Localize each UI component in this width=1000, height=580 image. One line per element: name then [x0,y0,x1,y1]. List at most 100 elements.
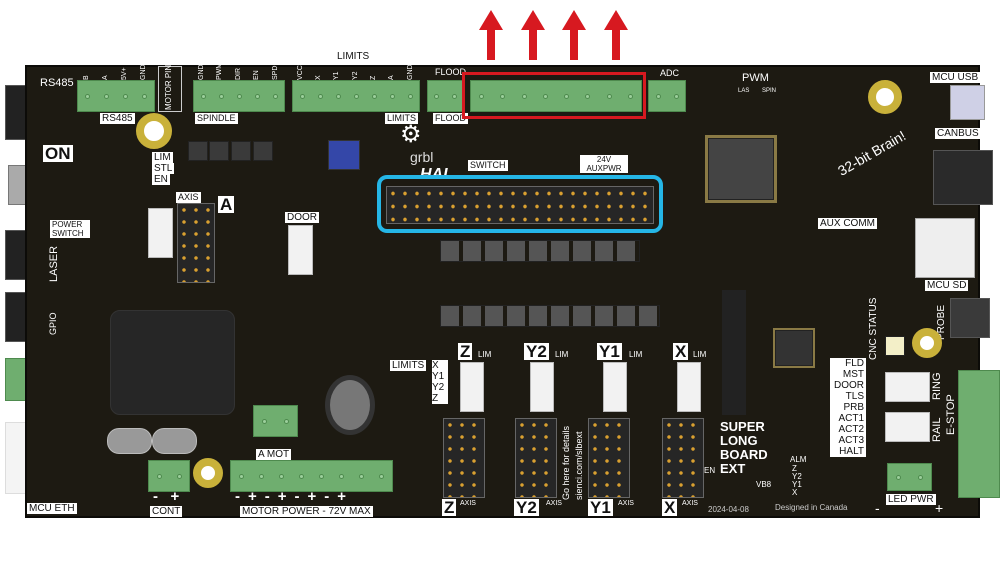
flood-bottom-label: FLOOD [433,113,469,124]
status-door: DOOR [830,380,866,391]
driver-chip [231,141,251,161]
alm-y2: Y2 [792,472,802,481]
alm-x: X [792,488,798,497]
axis-z-axis-label: AXIS [460,500,476,507]
led-power-terminal [887,463,932,491]
spindle-pin-pwm: PWM [216,62,223,80]
spin-label: SPIN [762,88,777,94]
rs485-pin-5v: 5V+ [121,67,128,80]
mcu-chip [705,135,777,203]
spindle-terminal [193,80,285,112]
limit-pin-x: X [315,75,322,80]
date-label: 2024-04-08 [708,505,749,514]
led-pwr-label: LED PWR [886,494,936,505]
cont-label: CONT [150,506,183,517]
on-label: ON [43,144,73,163]
up-arrow-icon [479,10,503,60]
limit-pin-vcc: VCC [297,65,304,80]
super-long-board-label: SUPER LONG BOARD EXT [720,419,768,476]
optocoupler-row [440,305,660,327]
up-arrow-icon [562,10,586,60]
aux-pwr-label: 24V AUXPWR [580,155,628,173]
grbl-logo: grbl [410,149,434,165]
axis-y2-axis-label: AXIS [546,500,562,507]
designed-label: Designed in Canada [775,503,848,512]
motor-pins-box [158,66,182,112]
axis-y1-lim-name: Y1 [597,342,622,361]
door-label: DOOR [285,212,319,223]
mcu-usb-label: MCU USB [930,72,981,83]
alm-label: ALM [790,455,807,464]
driver-chip [188,141,208,161]
axis-z-motor-header [443,418,485,498]
spindle-pin-dir: DIR [235,67,242,80]
axis-y1-motor-header [588,418,630,498]
motor-power-terminal [230,460,393,492]
minus-sign: - [153,488,158,505]
gpio-output-terminal [470,80,642,112]
cnc-status-label: CNC STATUS [868,297,879,360]
expansion-header [386,186,654,224]
axis-z-name: Z [442,498,457,517]
adc-terminal [648,80,686,112]
minus-sign: - [235,488,248,505]
status-act3: ACT3 [830,435,866,446]
optocoupler-row [440,240,640,262]
mcu-sd-label: MCU SD [925,280,969,291]
power-inductor [110,310,235,415]
axis-y1-axis-label: AXIS [618,500,634,507]
pwm-label: PWM [742,72,769,84]
axis-z-limit-connector [460,362,484,412]
spindle-pin-gnd: GND [198,64,205,80]
spindle-pin-en: EN [253,70,260,80]
limits-bottom-label: LIMITS [385,113,419,124]
cont-terminal [148,460,190,492]
motor-power-polarity: -+-+-+-+ [235,489,354,505]
axis-x-axis-label: AXIS [682,500,698,507]
spindle-pin-spd: SPD [272,65,279,80]
url-label: sienci.com/slbext [574,431,584,500]
status-act1: ACT1 [830,413,866,424]
cont-polarity: - + [153,489,179,505]
plus-sign: + [277,488,295,505]
limits-terminal [292,80,420,112]
minus-sign: - [324,488,338,505]
flood-terminal [427,80,464,112]
limit-y1: Y1 [432,371,448,382]
sd-card-slot[interactable] [915,218,975,278]
axis-x-lim-label: LIM [693,350,707,359]
limits-top-label: LIMITS [337,51,370,62]
mounting-hole [136,113,172,149]
axis-z-lim-name: Z [458,342,473,361]
limit-pin-y2: Y2 [352,71,359,80]
motor-power-label: MOTOR POWER - 72V MAX [240,506,373,517]
minus-sign: - [294,488,308,505]
stl-label: STL [152,163,175,174]
axis-z-lim-label: LIM [478,350,492,359]
plus-sign: + [307,488,325,505]
axis-x-lim-name: X [673,342,689,361]
rs485-pin-b: B [83,75,90,80]
motor-pins-label: MOTOR PINS [164,59,173,110]
cnc-status-list: FLD MST DOOR TLS PRB ACT1 ACT2 ACT3 HALT [830,358,866,457]
status-act2: ACT2 [830,424,866,435]
led-pwr-minus: - [875,500,880,516]
probe-jack [950,298,990,338]
potentiometer[interactable] [328,140,360,170]
estop-label: E-STOP [945,394,957,435]
en-b-label: EN [704,466,716,475]
plus-sign: + [337,488,355,505]
spindle-label: SPINDLE [195,113,238,124]
las-label: LAS [738,88,750,94]
axis-y2-lim-name: Y2 [524,342,549,361]
status-tls: TLS [830,391,866,402]
axis-y2-motor-header [515,418,557,498]
status-fld: FLD [830,358,866,369]
vb8-label: VB8 [756,480,772,489]
limit-z: Z [432,393,448,404]
limit-y2: Y2 [432,382,448,393]
limit-x: X [432,360,448,371]
limit-pin-a: A [388,75,395,80]
lim-label: LIM [152,152,173,163]
driver-chip [722,290,746,415]
